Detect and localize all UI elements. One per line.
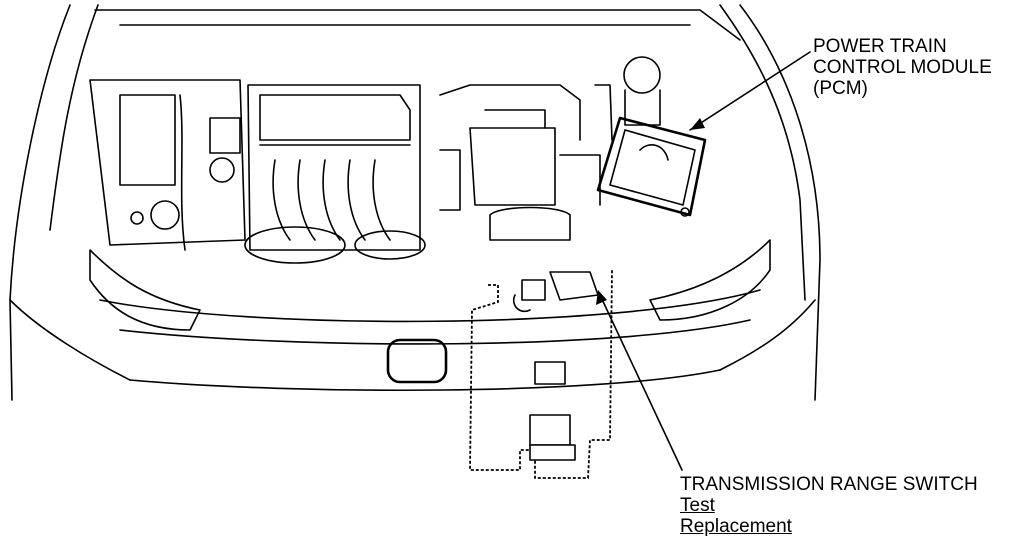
grille-emblem [386,338,448,384]
right-components [439,56,661,241]
transmission-range-switch-part [549,271,599,301]
engine [244,84,426,264]
pcm-leader-line [689,51,811,131]
leader-lines [596,51,811,471]
trs-arrowhead [596,290,607,305]
trs-leader-line [599,294,683,471]
trs-label: TRANSMISSION RANGE SWITCH [680,474,978,495]
pcm-label-line3: (PCM) [813,78,868,99]
car-body-outline [9,4,821,401]
pcm-arrowhead [690,118,705,130]
pcm-callout: POWER TRAIN CONTROL MODULE (PCM) [813,36,992,99]
left-components [89,79,246,251]
pcm-label-line1: POWER TRAIN [813,36,947,57]
trs-replacement-link[interactable]: Replacement [680,516,792,537]
pcm-module [596,116,707,217]
pcm-label-line2: CONTROL MODULE [813,57,992,78]
trs-test-link[interactable]: Test [680,495,715,516]
transmission-area [469,269,613,479]
trs-callout: TRANSMISSION RANGE SWITCH Test Replaceme… [680,474,978,537]
